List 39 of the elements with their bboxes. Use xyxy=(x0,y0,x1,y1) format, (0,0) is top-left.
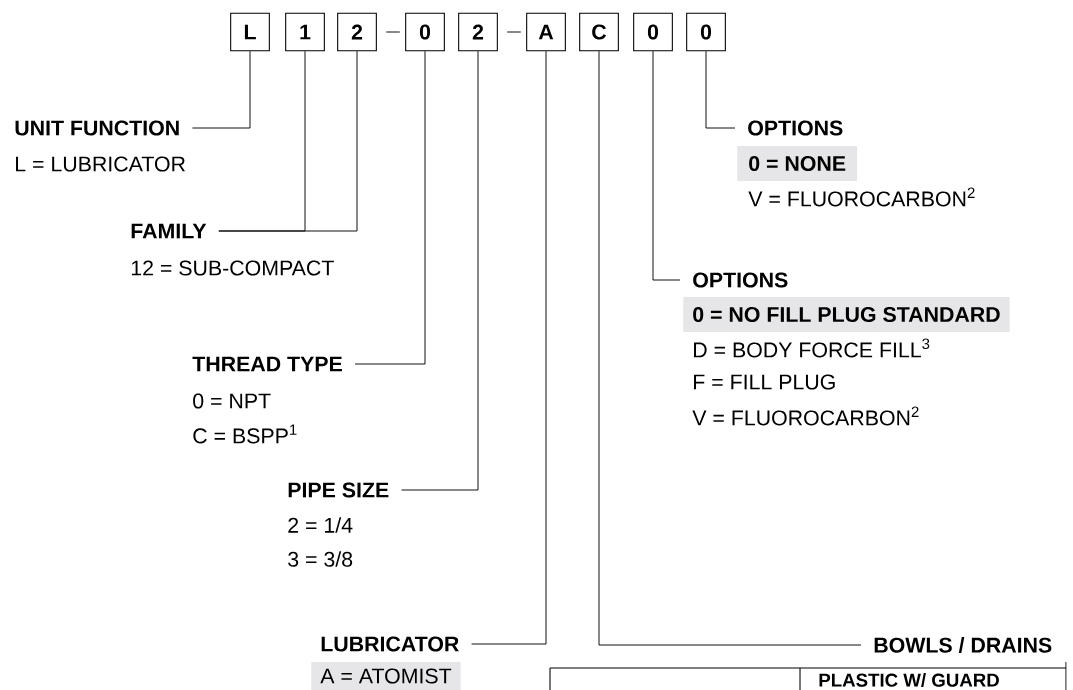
highlight-band: A = ATOMIST xyxy=(311,662,461,690)
character-box: 1 xyxy=(285,12,325,52)
leader-line xyxy=(705,50,736,129)
heading: BOWLS / DRAINS xyxy=(874,637,1052,653)
heading: OPTIONS xyxy=(693,272,788,288)
highlight-band: 0 = NONE xyxy=(737,146,858,181)
character-box: 0 xyxy=(633,12,673,52)
leader-line xyxy=(401,50,479,491)
leader-line xyxy=(218,50,358,232)
character-box: 2 xyxy=(337,12,377,52)
character-box: C xyxy=(579,12,619,52)
dash-line xyxy=(506,31,522,33)
leader-line xyxy=(192,50,251,129)
character-box: L xyxy=(230,12,270,52)
option-text: 2 = 1/4 xyxy=(288,517,353,533)
table-cell-text: PLASTIC W/ GUARD xyxy=(819,673,999,687)
leader-line xyxy=(354,50,426,365)
character-box: 0 xyxy=(686,12,726,52)
heading: UNIT FUNCTION xyxy=(15,120,179,136)
option-text: 0 = NPT xyxy=(193,393,271,409)
leader-line xyxy=(652,50,681,281)
option-text: 12 = SUB-COMPACT xyxy=(131,260,334,276)
option-text: V = FLUOROCARBON$^{2}$ xyxy=(692,406,919,426)
option-text: F = FILL PLUG xyxy=(694,374,835,390)
heading: FAMILY xyxy=(131,223,207,239)
highlight-band: 0 = NO FILL PLUG STANDARD xyxy=(683,297,1010,332)
leader-line xyxy=(598,50,862,646)
character-box: 2 xyxy=(458,12,498,52)
option-text: L = LUBRICATOR xyxy=(16,156,185,172)
leader-line xyxy=(471,50,547,645)
option-text: 3 = 3/8 xyxy=(288,551,353,567)
heading: THREAD TYPE xyxy=(192,356,342,372)
dash-line xyxy=(385,31,401,33)
option-text: C = BSPP$^{1}$ xyxy=(193,424,297,444)
heading: PIPE SIZE xyxy=(288,482,389,498)
heading: OPTIONS xyxy=(748,120,843,136)
character-box: A xyxy=(526,12,566,52)
heading: LUBRICATOR xyxy=(321,636,459,652)
character-box: 0 xyxy=(405,12,445,52)
